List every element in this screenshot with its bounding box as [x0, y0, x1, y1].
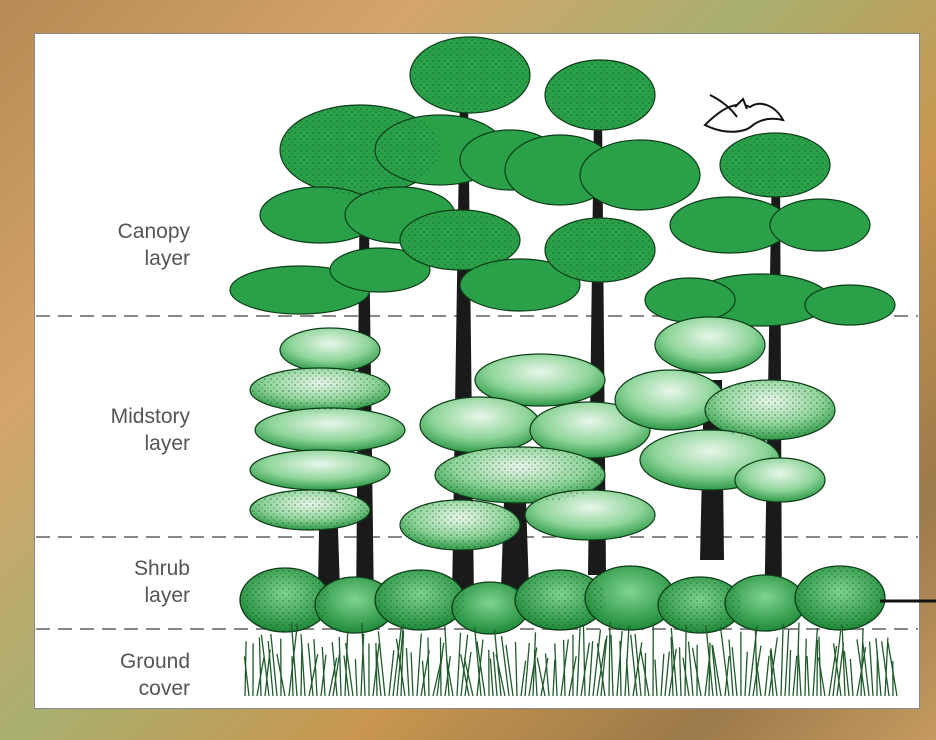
grass-blade [627, 659, 629, 696]
grass-blade [389, 650, 394, 696]
grass-blade [355, 659, 357, 696]
grass-blade [745, 652, 747, 696]
grass-blade [609, 622, 610, 696]
grass-blade [428, 638, 429, 696]
grass-blade [819, 658, 825, 696]
grass-blade [411, 652, 413, 696]
ground-cover-grass [244, 622, 897, 696]
grass-blade [515, 642, 517, 696]
grass-blade [805, 639, 806, 696]
grass-blade [259, 637, 261, 696]
grass-blade [583, 626, 585, 696]
grass-blade [661, 654, 664, 696]
grass-blade [593, 630, 600, 696]
grass-blade [793, 656, 797, 696]
grass-blade [789, 650, 791, 696]
grass-blade [564, 640, 565, 696]
grass-blade [611, 635, 613, 696]
grass-blade [781, 624, 783, 696]
grass-blade [577, 625, 580, 696]
grass-blade [525, 643, 529, 696]
grass-blade [406, 648, 409, 696]
grass-blade [322, 647, 325, 696]
grass-blade [555, 643, 557, 696]
grass-blade [685, 625, 686, 696]
grass-blade [339, 637, 341, 696]
grass-blade [665, 652, 669, 696]
grass-blade [850, 659, 853, 696]
grass-blade [490, 658, 493, 696]
grass-blade [457, 633, 461, 696]
grass-blade [680, 647, 681, 696]
grass-blade [785, 629, 789, 696]
grass-blade [417, 634, 421, 696]
bird-icon [705, 95, 783, 132]
grass-blade [589, 641, 593, 696]
grass-blade [842, 625, 845, 696]
grass-blade [655, 660, 657, 696]
grass-blade [765, 656, 769, 696]
grass-blade [553, 660, 555, 696]
grass-blade [440, 638, 441, 696]
grass-blade [721, 627, 729, 696]
grass-blade [807, 656, 809, 696]
grass-blade [798, 648, 801, 696]
grass-blade [870, 642, 873, 696]
grass-blade [506, 645, 513, 696]
